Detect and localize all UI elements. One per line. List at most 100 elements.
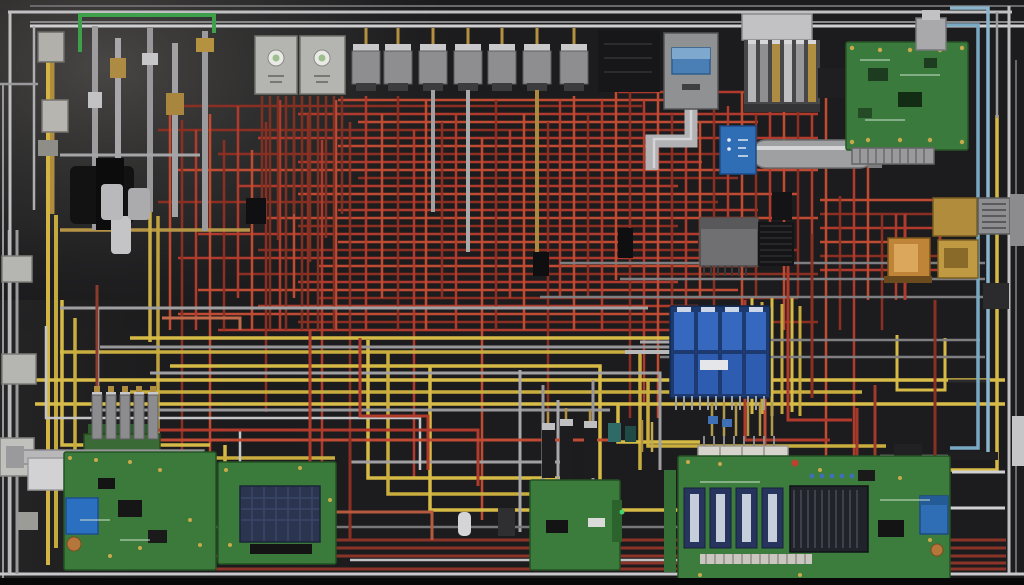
controller-label xyxy=(682,84,700,90)
dark-panel xyxy=(239,485,321,543)
ic-chip xyxy=(878,520,904,537)
board-strip xyxy=(664,470,676,572)
bottom-shadow xyxy=(0,578,1024,585)
yellow-wire xyxy=(170,364,602,520)
relay-base xyxy=(884,276,932,283)
solder-pad xyxy=(188,518,192,522)
relay-top xyxy=(920,496,948,505)
blue-chip xyxy=(65,497,99,535)
solenoid-cap xyxy=(489,44,515,52)
edge-component xyxy=(1010,194,1024,246)
ic-chip xyxy=(148,530,167,543)
solenoid-base xyxy=(564,83,584,91)
relay-label xyxy=(690,494,699,542)
ic-chip xyxy=(118,500,142,517)
solenoid-valve xyxy=(383,50,413,85)
terminal-cap xyxy=(701,307,715,313)
board-edge xyxy=(612,500,622,542)
solder-pad xyxy=(94,458,98,462)
blue-cap xyxy=(722,419,732,427)
salmon-wire xyxy=(335,510,434,540)
silver-pipe xyxy=(92,26,98,230)
red-wire xyxy=(786,262,852,422)
white-label xyxy=(588,518,605,527)
panel-base xyxy=(250,544,312,554)
white-cylinder xyxy=(458,512,471,536)
copper-coil xyxy=(66,536,82,552)
solder-pad xyxy=(959,139,965,145)
silver-cylinder xyxy=(111,216,131,254)
silver-pipe xyxy=(147,28,153,212)
manifold-top xyxy=(741,13,813,41)
blue-terminal-module xyxy=(698,312,718,350)
black-blob xyxy=(772,192,792,220)
black-capacitor xyxy=(560,424,573,478)
junction-box xyxy=(37,31,65,63)
solenoid-valve xyxy=(453,50,483,85)
amber-relay-window xyxy=(894,244,918,272)
valve-cap xyxy=(808,40,816,45)
solder-pad xyxy=(798,573,802,577)
solenoid-valve xyxy=(487,50,517,85)
edge-component xyxy=(1012,416,1024,466)
circuit-board xyxy=(529,479,621,571)
solenoid-base xyxy=(423,83,443,91)
ic-chip xyxy=(924,58,937,68)
solenoid-base xyxy=(492,83,512,91)
blue-cap xyxy=(708,416,718,424)
rail-connector xyxy=(1,353,37,385)
gray-wire xyxy=(150,371,662,470)
capacitor-pin xyxy=(136,386,142,395)
valve-cap xyxy=(784,40,792,45)
silver-canister xyxy=(128,188,150,220)
brass-fitting xyxy=(166,93,184,115)
capacitor-cap xyxy=(560,419,573,426)
silver-canister xyxy=(101,184,123,220)
relay-marking xyxy=(727,138,731,142)
ic-chip xyxy=(98,478,115,489)
blue-terminal-module xyxy=(746,312,766,350)
solder-pad xyxy=(108,554,112,558)
dark-bar xyxy=(948,452,998,460)
manifold-valve xyxy=(760,44,768,102)
salmon-wire xyxy=(162,316,242,330)
solder-pad xyxy=(928,538,932,542)
ic-chip xyxy=(868,68,888,81)
solenoid-cap xyxy=(420,44,446,52)
yellow-wire xyxy=(895,335,947,392)
green-led xyxy=(619,509,625,515)
valve-cap xyxy=(772,40,780,45)
terminal-block-assembly xyxy=(669,305,771,399)
capacitor-pin xyxy=(94,386,100,395)
solder-pad xyxy=(877,47,883,53)
solder-pad xyxy=(68,456,72,460)
terminal-cap xyxy=(677,307,691,313)
mount-bracket xyxy=(915,17,947,51)
blue-cap xyxy=(819,473,825,479)
solenoid-valve xyxy=(351,50,381,85)
dial-center xyxy=(272,54,280,62)
yellow-wire xyxy=(366,340,560,480)
capacitor-pin xyxy=(150,386,156,395)
solder-pad xyxy=(849,45,855,51)
capacitor-cap xyxy=(584,421,597,428)
elbow-fitting xyxy=(6,446,24,468)
blue-terminal-module xyxy=(722,312,742,350)
rail-connector xyxy=(1,255,33,283)
solder-pad xyxy=(698,573,702,577)
solder-pad xyxy=(298,466,302,470)
red-wire xyxy=(358,338,430,470)
board-connector xyxy=(700,554,812,564)
blue-terminal-module xyxy=(674,312,694,350)
valve-cap xyxy=(760,40,768,45)
teal-component xyxy=(625,426,636,442)
manifold-valve xyxy=(772,44,780,102)
silver-pipe xyxy=(115,38,121,228)
black-capacitor xyxy=(584,426,597,478)
dial-center xyxy=(318,54,326,62)
lcd-glare xyxy=(672,48,710,59)
solenoid-valve xyxy=(559,50,589,85)
red-component xyxy=(791,459,799,467)
red-wire xyxy=(148,428,480,486)
